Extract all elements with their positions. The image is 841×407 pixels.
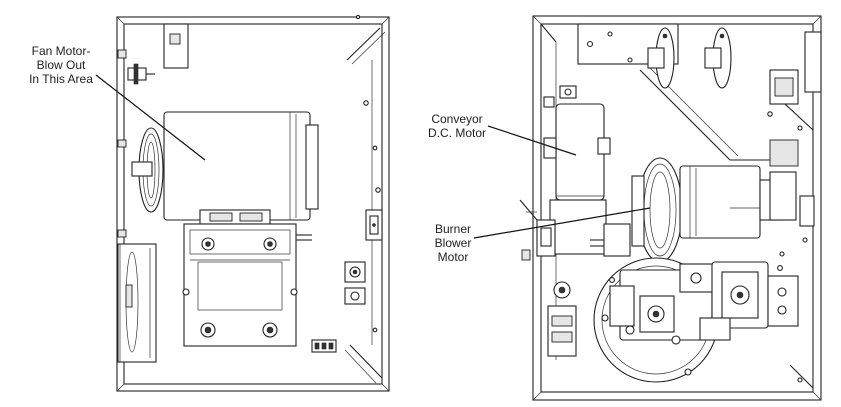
conveyor-motor-callout: Conveyor D.C. Motor (424, 112, 490, 140)
fan-motor-leader (95, 74, 206, 161)
burner-motor-callout: Burner Blower Motor (430, 222, 476, 264)
conveyor-motor-label-line-1: Conveyor (431, 112, 483, 126)
burner-motor-label-line-1: Burner (434, 222, 472, 236)
fan-motor-label-line-2: Blow Out (36, 58, 86, 72)
burner-motor-label-line-2: Blower (434, 236, 472, 250)
fan-motor (163, 111, 311, 221)
conveyor-motor-label-line-2: D.C. Motor (427, 126, 486, 140)
motor-mount-plate (183, 223, 297, 347)
conveyor-dc-motor (555, 103, 605, 201)
left-frame-outer (116, 16, 390, 392)
fan-motor-callout: Fan Motor- Blow Out In This Area (24, 44, 98, 86)
left-cabinet (116, 14, 390, 392)
fan-motor-label-line-3: In This Area (29, 72, 93, 86)
burner-motor-label-line-3: Motor (437, 250, 469, 264)
burner-blower-motor (637, 157, 683, 263)
burner-motor-leader (473, 207, 651, 239)
fan-motor-label-line-1: Fan Motor- (31, 44, 91, 58)
right-frame-outer (532, 15, 822, 401)
left-frame-inner (123, 23, 383, 385)
right-cabinet (519, 15, 822, 401)
conveyor-motor-leader (487, 125, 577, 156)
